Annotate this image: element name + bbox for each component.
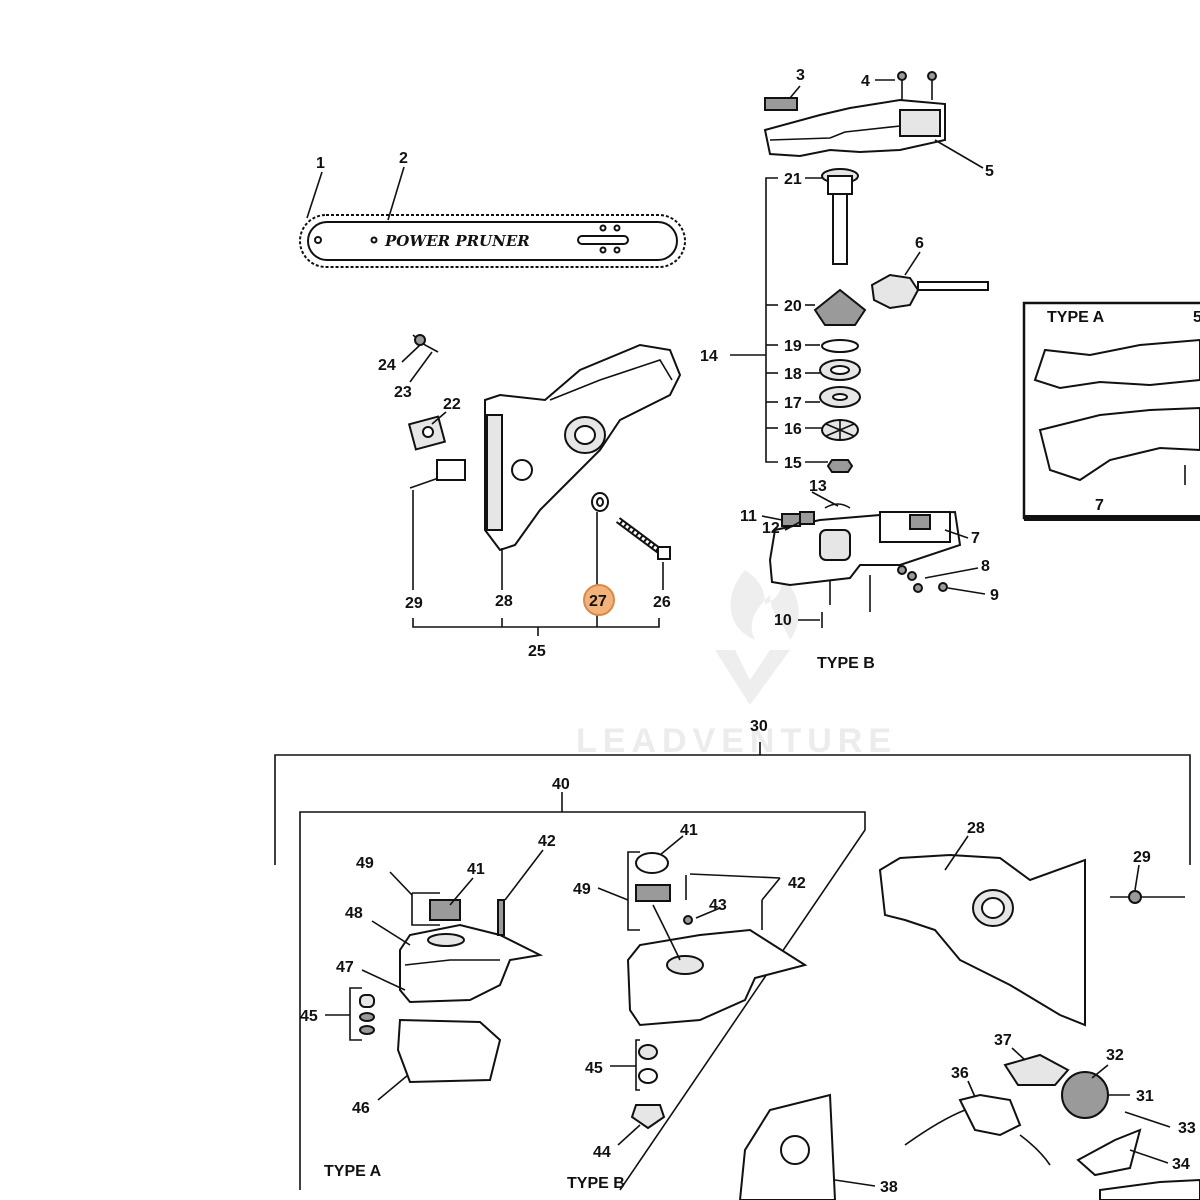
gear-case-upper[interactable] [763,71,946,158]
callout-33[interactable]: 33 [1178,1120,1196,1137]
callout-22[interactable]: 22 [443,396,461,413]
callout-34[interactable]: 34 [1172,1156,1190,1173]
callout-6[interactable]: 6 [915,235,924,252]
leader-lines-lower [325,835,1171,1187]
highlight-marker-27[interactable] [583,584,615,616]
callout-49-a[interactable]: 49 [356,855,374,872]
callout-9[interactable]: 9 [990,587,999,604]
callout-1[interactable]: 1 [316,155,325,172]
callout-4[interactable]: 4 [861,73,870,90]
callout-2[interactable]: 2 [399,150,408,167]
callout-11[interactable]: 11 [740,508,757,525]
callout-31[interactable]: 31 [1136,1088,1154,1105]
guide-bar[interactable]: POWER PRUNER [299,214,686,268]
callout-5[interactable]: 5 [985,163,994,180]
callout-8[interactable]: 8 [981,558,990,575]
callout-29[interactable]: 29 [405,595,423,612]
callout-37[interactable]: 37 [994,1032,1012,1049]
callout-28[interactable]: 28 [495,593,513,610]
type-b-bottom-label: TYPE B [567,1175,625,1192]
bracket-30 [274,742,1191,865]
callout-7[interactable]: 7 [971,530,980,547]
callout-42-b[interactable]: 42 [788,875,806,892]
callout-42-a[interactable]: 42 [538,833,556,850]
callout-15[interactable]: 15 [784,455,802,472]
callout-29-b[interactable]: 29 [1133,849,1151,866]
callout-labels: 1 2 3 4 5 6 7 8 9 10 11 12 13 14 15 16 1… [300,67,1200,1196]
gear-case-lower-type-b[interactable] [768,503,962,628]
bracket-25 [412,490,664,636]
callout-18[interactable]: 18 [784,366,802,383]
callout-30[interactable]: 30 [750,718,768,735]
callout-48[interactable]: 48 [345,905,363,922]
type-a-top-label: TYPE A [1047,309,1105,326]
watermark: LEADVENTURE [576,570,897,760]
watermark-flame-icon [730,570,799,640]
callout-21[interactable]: 21 [784,171,802,188]
leader-lines-top [306,79,986,621]
type-a-bottom-label: TYPE A [324,1163,382,1180]
callout-5-inset[interactable]: 5 [1193,309,1200,326]
callout-26[interactable]: 26 [653,594,671,611]
gear-stack[interactable] [813,168,989,473]
callout-45-b[interactable]: 45 [585,1060,603,1077]
side-cover-right[interactable] [878,853,1185,1027]
callout-32[interactable]: 32 [1106,1047,1124,1064]
callout-49-b[interactable]: 49 [573,881,591,898]
muffler-type-b[interactable] [626,851,808,1130]
bar-brand-text: POWER PRUNER [384,232,530,250]
callout-47[interactable]: 47 [336,959,354,976]
callout-25[interactable]: 25 [528,643,546,660]
callout-10[interactable]: 10 [774,612,792,629]
callout-36[interactable]: 36 [951,1065,969,1082]
callout-28-b[interactable]: 28 [967,820,985,837]
type-a-inset[interactable] [1022,301,1200,521]
lower-right-parts[interactable] [738,1053,1200,1200]
type-b-top-label: TYPE B [817,655,875,672]
callout-46[interactable]: 46 [352,1100,370,1117]
callout-20[interactable]: 20 [784,298,802,315]
callout-45-a[interactable]: 45 [300,1008,318,1025]
callout-38[interactable]: 38 [880,1179,898,1196]
callout-41-b[interactable]: 41 [680,822,698,839]
callout-3[interactable]: 3 [796,67,805,84]
muffler-type-a[interactable] [349,892,544,1084]
callout-16[interactable]: 16 [784,421,802,438]
box-40 [299,811,866,1191]
callout-43[interactable]: 43 [709,897,727,914]
side-cover-assembly[interactable] [407,334,682,560]
callout-17[interactable]: 17 [784,395,802,412]
callout-12[interactable]: 12 [762,520,780,537]
callout-14[interactable]: 14 [700,348,718,365]
type-captions: TYPE A TYPE B TYPE A TYPE B [324,309,1105,1192]
bracket-14 [730,177,828,463]
callout-27[interactable]: 27 [589,593,607,610]
callout-41-a[interactable]: 41 [467,861,485,878]
watermark-v-icon [715,650,790,705]
callout-44[interactable]: 44 [593,1144,611,1161]
callout-19[interactable]: 19 [784,338,802,355]
callout-13[interactable]: 13 [809,478,827,495]
callout-23[interactable]: 23 [394,384,412,401]
watermark-text: LEADVENTURE [576,722,897,760]
callout-24[interactable]: 24 [378,357,396,374]
callout-7-inset[interactable]: 7 [1095,497,1104,514]
callout-40[interactable]: 40 [552,776,570,793]
